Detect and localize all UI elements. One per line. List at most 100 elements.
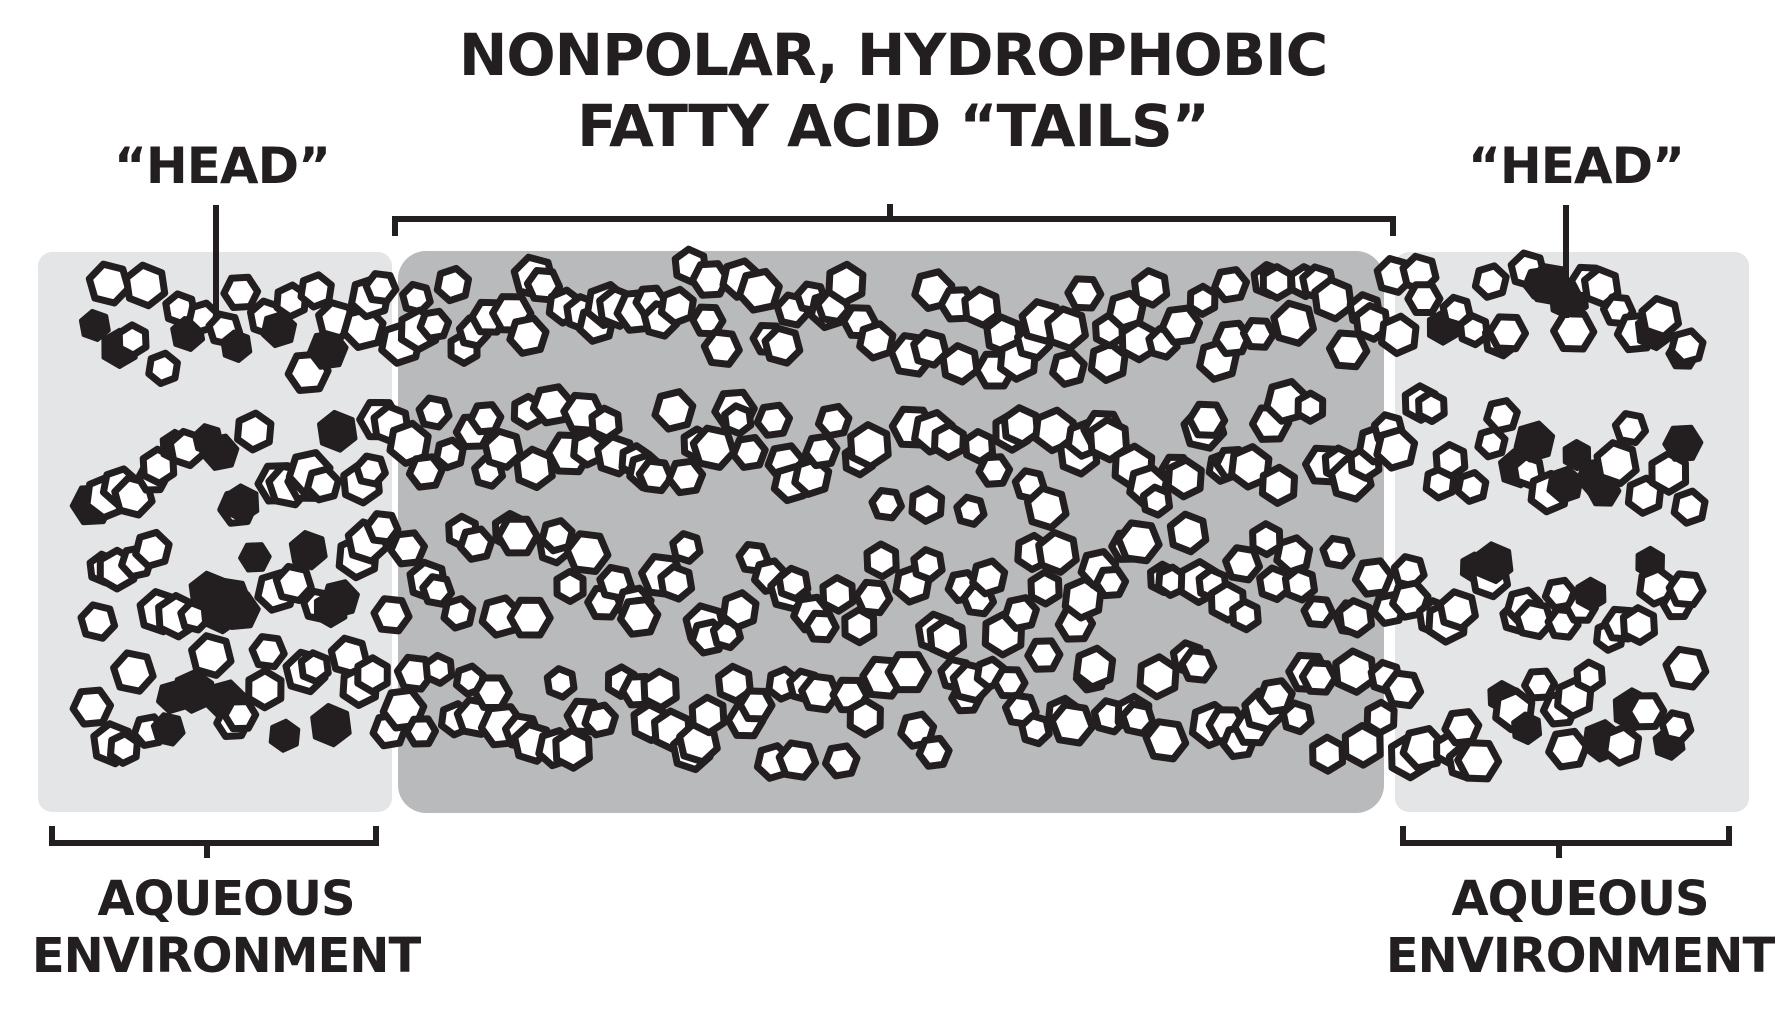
tail-atom — [1000, 404, 1041, 448]
tail-atom — [234, 409, 275, 454]
tail-atom — [77, 601, 119, 642]
tail-atom — [416, 307, 452, 342]
tail-atom — [1332, 647, 1377, 696]
tail-atom — [353, 452, 389, 488]
tail-atom — [1624, 692, 1668, 731]
tail-atom — [953, 493, 988, 528]
tail-atom — [1341, 722, 1384, 769]
tail-atom — [122, 261, 169, 310]
head-label-right: “HEAD” — [1468, 137, 1684, 195]
tail-atom — [1259, 263, 1295, 302]
tail-atom — [1378, 312, 1420, 358]
aqueous-label-right-line-2: ENVIRONMENT — [1386, 928, 1776, 984]
tail-atom — [304, 465, 342, 504]
tail-atom — [1513, 599, 1556, 641]
tail-atom — [1382, 669, 1425, 710]
title-line-1: NONPOLAR, HYDROPHOBIC — [459, 21, 1327, 89]
tail-atom — [825, 260, 867, 306]
tail-atom — [370, 595, 413, 635]
tail-atom — [553, 568, 587, 605]
tail-atom — [110, 649, 157, 695]
tail-atom — [471, 674, 513, 711]
tail-atom — [1326, 329, 1371, 371]
head-atom — [201, 433, 240, 471]
tail-atom — [847, 421, 892, 470]
tail-atom — [736, 267, 783, 314]
tail-atom — [1027, 568, 1063, 608]
tail-atom — [1256, 677, 1296, 716]
tail-atom — [1273, 534, 1314, 576]
tail-atom — [419, 573, 455, 608]
tail-atom — [363, 510, 402, 546]
tail-atom — [506, 596, 554, 639]
tail-atom — [1119, 700, 1157, 737]
tail-atom — [1166, 510, 1210, 556]
tail-atom — [915, 734, 953, 770]
tail-atom — [1611, 410, 1649, 447]
tail-atom — [819, 574, 857, 615]
head-atom — [1513, 420, 1556, 463]
tail-atom — [910, 546, 946, 583]
tail-atom — [1279, 699, 1315, 736]
tail-atom — [884, 651, 932, 694]
tail-atom — [399, 280, 434, 316]
head-atom — [220, 329, 253, 363]
tail-atom — [657, 563, 696, 603]
tail-atom — [802, 609, 840, 644]
tail-atom — [1044, 305, 1089, 352]
tail-atom — [1035, 529, 1080, 576]
tail-atom — [538, 517, 576, 555]
tail-atom — [719, 589, 760, 631]
tail-atom — [1131, 267, 1171, 309]
aqueous-label-right-line-1: AQUEOUS — [1451, 871, 1708, 927]
tail-atom — [856, 320, 897, 362]
tail-atom — [1222, 544, 1263, 584]
aqueous-label-left-line-2: ENVIRONMENT — [32, 928, 422, 984]
tail-atom — [405, 453, 446, 491]
tail-atom — [1415, 389, 1448, 425]
tail-atom — [1186, 400, 1229, 439]
tail-atom — [969, 557, 1009, 598]
tail-atom — [1667, 327, 1707, 367]
tail-atom — [1454, 469, 1490, 505]
tail-atom — [248, 633, 288, 671]
aqueous-label-left-line-1: AQUEOUS — [97, 871, 354, 927]
tail-atom — [1186, 282, 1219, 318]
tail-atom — [1658, 709, 1695, 745]
tail-atom — [1300, 595, 1337, 629]
tail-atom — [753, 401, 793, 439]
head-atom — [150, 712, 186, 747]
head-atom — [288, 530, 328, 571]
tail-atom — [1001, 594, 1040, 632]
tail-atom — [775, 739, 820, 781]
tail-atom — [297, 649, 332, 686]
tail-atom — [415, 394, 453, 431]
tail-atom — [1619, 604, 1658, 646]
tail-atom — [220, 273, 262, 311]
tail-atom — [617, 596, 662, 638]
tails-bracket — [392, 204, 1396, 236]
tail-atom — [552, 727, 593, 772]
tail-atom — [689, 424, 738, 471]
tail-atom — [700, 328, 743, 368]
head-atom — [317, 409, 358, 453]
tail-atom — [852, 578, 894, 617]
tail-atom — [494, 515, 541, 557]
tail-atom — [1178, 647, 1218, 684]
tail-atom — [1601, 723, 1643, 767]
tail-atom — [640, 667, 680, 712]
tail-atom — [961, 285, 1002, 329]
tail-atom — [1404, 281, 1444, 316]
tail-atom — [1471, 262, 1510, 301]
tail-atom — [962, 428, 996, 465]
head-atom — [1575, 576, 1607, 612]
tail-atom — [1670, 487, 1709, 527]
tail-atom — [1550, 310, 1598, 353]
tail-atom — [1638, 295, 1682, 340]
tail-atom — [715, 662, 754, 705]
tail-atom — [1294, 389, 1327, 425]
tail-atom — [635, 457, 675, 495]
tail-atom — [1319, 534, 1356, 570]
head-label-left: “HEAD” — [114, 137, 330, 195]
